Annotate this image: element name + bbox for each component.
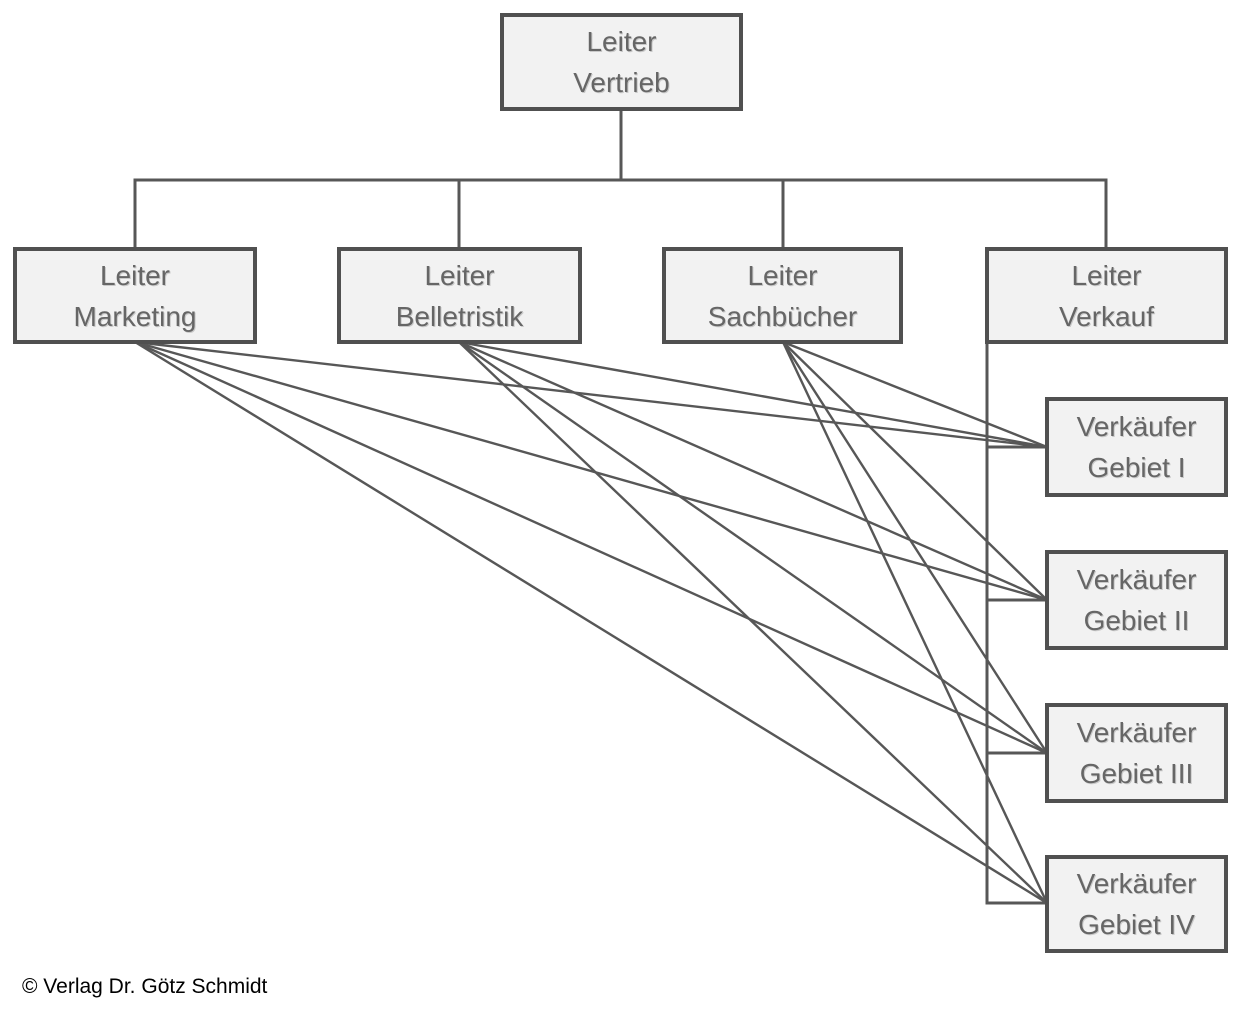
node-label-line1: Verkäufer — [1076, 868, 1197, 899]
edge-marketing-gebiet-iii — [134, 340, 1048, 755]
node-label-line2: Vertrieb — [573, 67, 670, 98]
edge-belletristik-gebiet-iv — [458, 341, 1048, 904]
matrix-connectors — [134, 340, 1049, 905]
node-label-line2: Verkauf — [1059, 300, 1154, 332]
node-leiter-sachbuecher: Leiter Sachbücher — [662, 247, 903, 344]
edge-belletristik-gebiet-i — [458, 340, 1048, 449]
node-label-line1: Leiter — [586, 26, 657, 57]
edge-verkauf-drop — [985, 341, 1046, 905]
node-verkaeufer-gebiet-iv: Verkäufer Gebiet IV — [1045, 855, 1228, 953]
node-label-line2: Belletristik — [395, 300, 524, 332]
node-verkaeufer-gebiet-i: Verkäufer Gebiet I — [1045, 397, 1228, 497]
node-leiter-vertrieb: Leiter Vertrieb — [500, 13, 743, 111]
node-label-line1: Leiter — [424, 259, 495, 291]
edge-bus-marketing-verkauf — [133, 178, 1108, 249]
node-label-line2: Sachbücher — [707, 300, 858, 332]
node-label-line1: Verkäufer — [1076, 411, 1197, 442]
node-leiter-belletristik: Leiter Belletristik — [337, 247, 582, 344]
edge-belletristik-gebiet-ii — [458, 340, 1048, 602]
node-label-line1: Verkäufer — [1076, 564, 1197, 595]
node-label-line1: Leiter — [747, 259, 818, 291]
edge-belletristik-gebiet-iii — [458, 341, 1048, 754]
node-label-line1: Leiter — [1071, 259, 1142, 291]
edge-marketing-gebiet-ii — [134, 340, 1048, 602]
copyright-text: © Verlag Dr. Götz Schmidt — [22, 975, 268, 998]
node-leiter-verkauf: Leiter Verkauf — [985, 247, 1228, 344]
node-verkaeufer-gebiet-ii: Verkäufer Gebiet II — [1045, 550, 1228, 650]
node-label-line2: Gebiet I — [1087, 452, 1186, 483]
node-leiter-marketing: Leiter Marketing — [13, 247, 257, 344]
node-label-line2: Marketing — [73, 300, 197, 332]
edge-marketing-gebiet-i — [134, 340, 1048, 449]
node-label-line1: Leiter — [99, 259, 171, 291]
edge-sachbuecher-gebiet-iii — [781, 341, 1049, 754]
node-label-line2: Gebiet II — [1083, 605, 1190, 636]
node-verkaeufer-gebiet-iii: Verkäufer Gebiet III — [1045, 703, 1228, 803]
node-label-line2: Gebiet III — [1079, 758, 1194, 789]
edge-sachbuecher-gebiet-ii — [782, 341, 1048, 601]
hierarchy-connectors — [133, 108, 1108, 905]
edge-marketing-gebiet-iv — [134, 340, 1048, 905]
edge-sachbuecher-gebiet-iv — [781, 341, 1049, 904]
edge-sachbuecher-gebiet-i — [782, 340, 1048, 449]
node-label-line1: Verkäufer — [1076, 717, 1197, 748]
node-label-line2: Gebiet IV — [1078, 909, 1195, 940]
